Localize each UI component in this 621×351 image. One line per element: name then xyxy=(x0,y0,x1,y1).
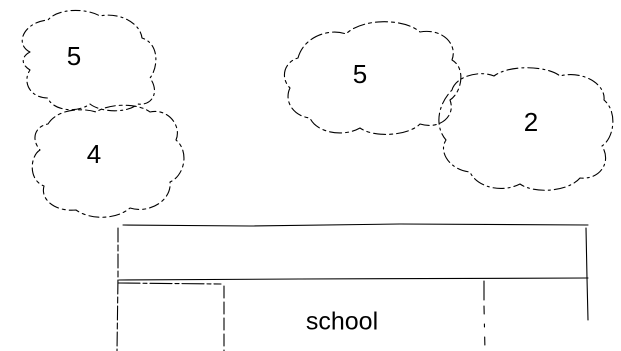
cloud-top-left xyxy=(21,9,157,112)
cloud-right-value: 2 xyxy=(523,107,539,137)
left-room xyxy=(117,282,225,351)
cloud-right xyxy=(438,67,614,191)
cloud-bottom-left xyxy=(31,104,185,218)
right-room xyxy=(483,280,486,351)
cloud-center-value: 5 xyxy=(352,59,368,89)
cloud-center xyxy=(283,21,462,135)
school-building xyxy=(116,223,589,351)
school-label: school xyxy=(305,307,379,336)
cloud-bottom-left-value: 4 xyxy=(86,139,102,169)
cloud-top-left-value: 5 xyxy=(66,41,82,71)
